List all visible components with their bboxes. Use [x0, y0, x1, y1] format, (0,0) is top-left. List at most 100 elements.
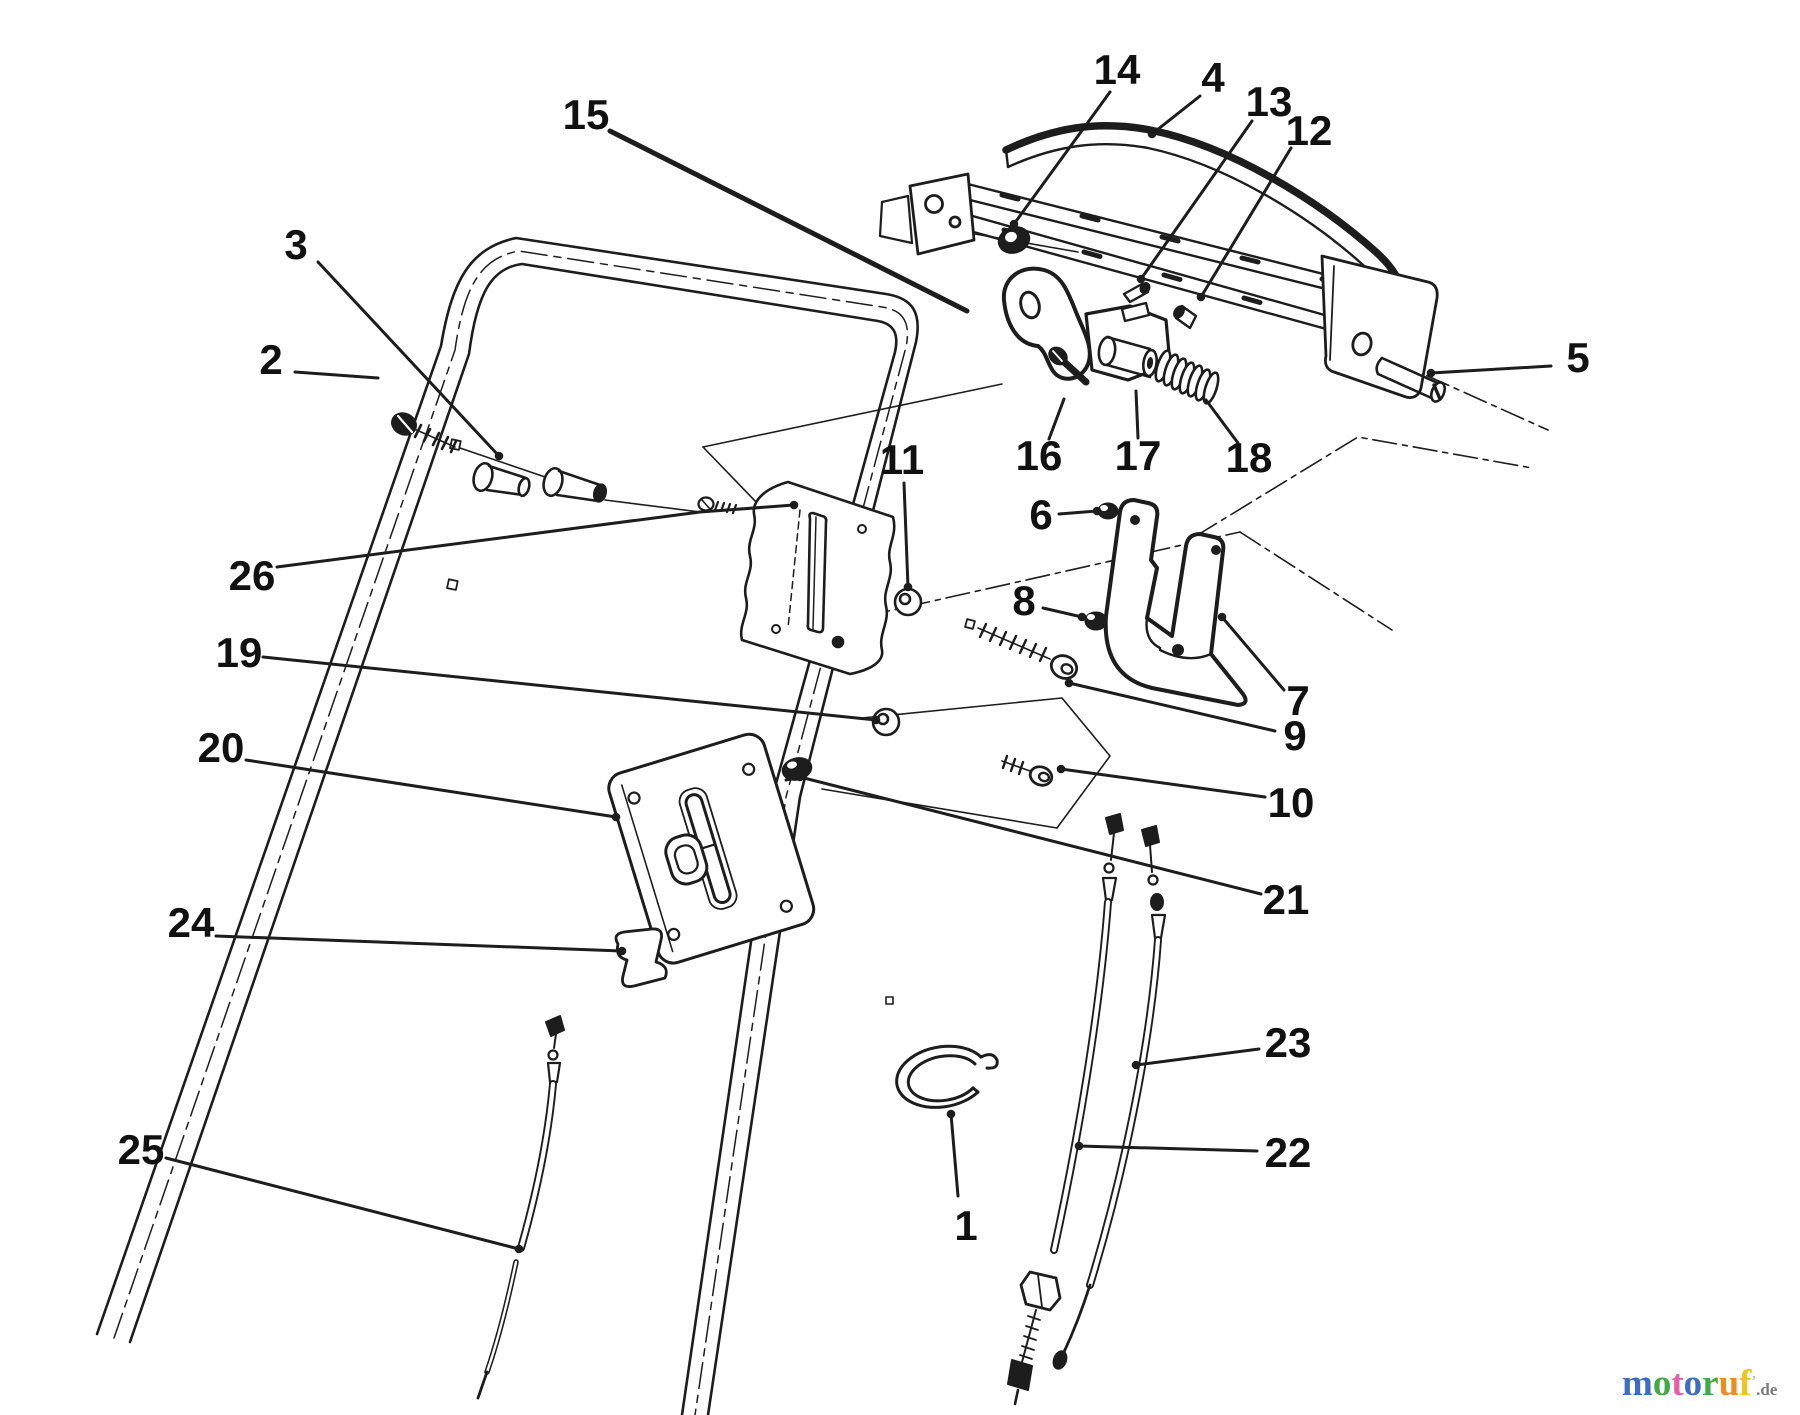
panel-hole — [667, 927, 681, 941]
callout-arrow-dot-6 — [1092, 506, 1102, 516]
screw-part9 — [977, 622, 1079, 680]
clevis-pin-part5 — [1375, 356, 1447, 403]
logo-letter: m — [1622, 1363, 1653, 1404]
end-plate-edge — [1329, 265, 1335, 361]
cable-bead — [1150, 893, 1164, 911]
hidden-edge — [787, 509, 801, 629]
callout-arrow-dot-10 — [1056, 764, 1066, 774]
callout-arrow-dot-14 — [1009, 219, 1019, 229]
screw-head-center — [1060, 663, 1074, 675]
panel-hole — [742, 762, 756, 776]
logo-letter: o — [1652, 1363, 1672, 1404]
bolt-head-slot — [1052, 350, 1063, 362]
callout-number-12: 12 — [1286, 107, 1333, 154]
bracket-hole — [924, 194, 944, 214]
handle-tube-outer-edge — [95, 236, 919, 1415]
bracket-hole — [1172, 644, 1184, 656]
pin-part13 — [1122, 282, 1151, 304]
cable-ferrule — [546, 1061, 562, 1084]
latch-bracket-part7 — [1103, 498, 1248, 707]
screw-head-center — [1037, 771, 1051, 783]
bracket-plate — [908, 172, 976, 256]
plate-hole — [857, 524, 867, 534]
callout-number-25: 25 — [118, 1126, 165, 1173]
cable-end-block — [1007, 1359, 1033, 1391]
logo-mark: ’ — [1751, 1374, 1757, 1389]
knob-highlight — [787, 761, 797, 769]
bracket-outline — [1103, 498, 1248, 707]
callout-leader-wire-clamp-1 — [949, 1112, 960, 1198]
end-plate-hole — [1351, 331, 1373, 357]
callout-leader-flange-nut-6 — [1057, 509, 1099, 516]
brake-cable-part25 — [476, 1015, 565, 1400]
panel-edge-line — [620, 784, 674, 953]
callout-leader-control-bail-4 — [1150, 94, 1202, 136]
callout-number-22: 22 — [1265, 1129, 1312, 1176]
logo-suffix: .de — [1756, 1380, 1778, 1399]
control-cable-part22 — [1007, 813, 1124, 1406]
cable-tip — [1052, 1350, 1068, 1370]
plate-hole-filled — [831, 635, 845, 649]
callout-number-24: 24 — [168, 899, 215, 946]
callout-arrow-dot-12 — [1196, 292, 1206, 302]
callout-arrow-dot-1 — [946, 1109, 956, 1119]
panel-hole — [779, 899, 793, 913]
callout-leader-bushing-14 — [1012, 90, 1112, 226]
screw-shank — [977, 627, 1051, 660]
callout-leader-pin-13 — [1139, 119, 1254, 281]
callout-number-15: 15 — [563, 91, 610, 138]
bushing-end — [517, 476, 531, 498]
callout-number-23: 23 — [1265, 1019, 1312, 1066]
callout-leader-handle-assembly-15 — [607, 128, 970, 314]
clamp-inner — [906, 1054, 977, 1103]
callout-number-21: 21 — [1263, 876, 1310, 923]
callout-leader-washer-11 — [902, 481, 910, 589]
bolt-end — [592, 483, 608, 503]
cable-conduit-core — [1087, 937, 1161, 1288]
callout-number-9: 9 — [1283, 712, 1306, 759]
cable-tip — [1013, 1388, 1020, 1406]
pin-end — [1173, 305, 1185, 319]
callout-number-18: 18 — [1226, 434, 1273, 481]
callout-arrow-dot-11 — [903, 582, 913, 592]
callout-leader-clevis-pin-5 — [1429, 364, 1553, 375]
control-panel-part20 — [607, 732, 816, 965]
callout-leader-roll-pin-12 — [1199, 146, 1293, 299]
screw-part10 — [1001, 754, 1054, 787]
tube-hole-marker — [446, 578, 459, 591]
wire-clamp-part1 — [895, 1044, 999, 1109]
speed-lever — [664, 833, 709, 886]
callout-number-10: 10 — [1268, 779, 1315, 826]
cable-ring — [547, 1049, 559, 1061]
nut-hole — [1086, 613, 1096, 621]
bolt-shank — [1058, 356, 1090, 386]
bushing-hole — [1005, 231, 1017, 243]
phantom-centerline — [1239, 531, 1393, 631]
bushing-body — [485, 464, 528, 497]
cable-z-fitting — [1105, 813, 1124, 835]
phantom-plane — [821, 697, 1111, 829]
phantom-centerline — [1195, 436, 1533, 537]
callout-leader-flange-nut-8 — [1041, 606, 1084, 619]
pin-part12 — [1173, 304, 1198, 330]
cable-clip-part24 — [614, 927, 668, 988]
cable-ring — [1147, 874, 1159, 886]
pivot-bracket-left — [878, 172, 976, 256]
bolt-body — [555, 469, 602, 503]
callout-leader-carriage-bolt-16 — [1047, 397, 1066, 441]
tube-hole-marker — [885, 996, 894, 1005]
callout-leader-cable-clip-24 — [214, 934, 624, 953]
cable-lower-core — [485, 1260, 518, 1374]
callout-number-4: 4 — [1201, 54, 1225, 101]
callout-arrow-dot-19 — [871, 715, 881, 725]
pin-body — [1376, 356, 1442, 402]
handle-tube-centerline — [113, 250, 909, 1415]
screw-slot — [701, 499, 711, 510]
cable-wire — [1149, 844, 1153, 873]
callout-leader-screw-long-9 — [1067, 681, 1277, 733]
callout-leader-screw-2 — [293, 370, 380, 380]
handle-tubes — [95, 236, 976, 1415]
bolt-axis-line — [604, 499, 701, 513]
callout-number-11: 11 — [880, 436, 924, 483]
